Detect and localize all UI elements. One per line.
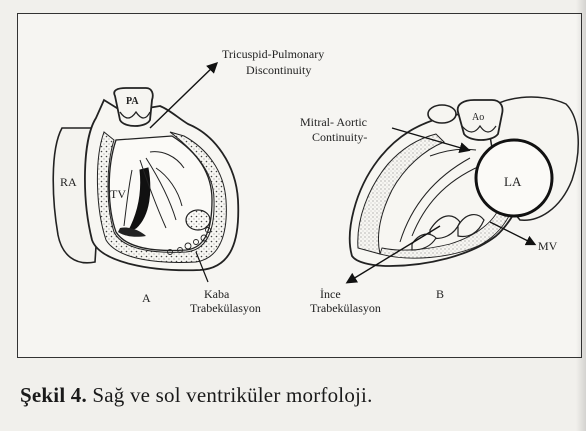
figure-caption: Şekil 4. Sağ ve sol ventriküler morfoloj… [20,383,580,408]
pulmonary-outflow-small [428,105,456,123]
label-panel-b: B [436,287,444,301]
label-mitral-aortic-1: Mitral- Aortic [300,115,367,129]
page-edge-shadow [576,0,586,431]
caption-text: Sağ ve sol ventriküler morfoloji. [87,383,373,407]
label-la: LA [504,174,522,189]
label-kaba-1: Kaba [204,287,230,301]
label-panel-a: A [142,291,151,305]
papillary-muscle [186,210,210,230]
label-kaba-2: Trabekülasyon [190,301,261,315]
left-ventricle-drawing [348,97,578,282]
label-mv: MV [538,239,558,253]
label-ince-2: Trabekülasyon [310,301,381,315]
label-ao: Ao [472,112,484,123]
label-ince-1: İnce [320,287,341,301]
caption-number: Şekil 4. [20,383,87,407]
right-ventricle-drawing [53,64,238,282]
pulmonary-artery [114,88,153,126]
label-pa: PA [126,96,139,107]
label-tricuspid-pulmonary-1: Tricuspid-Pulmonary [222,47,324,61]
label-ra: RA [60,175,77,189]
label-tv: TV [110,187,126,201]
label-mitral-aortic-2: Continuity- [312,130,367,144]
tricuspid-pulmonary-arrow [150,64,216,128]
label-tricuspid-pulmonary-2: Discontinuity [246,63,311,77]
